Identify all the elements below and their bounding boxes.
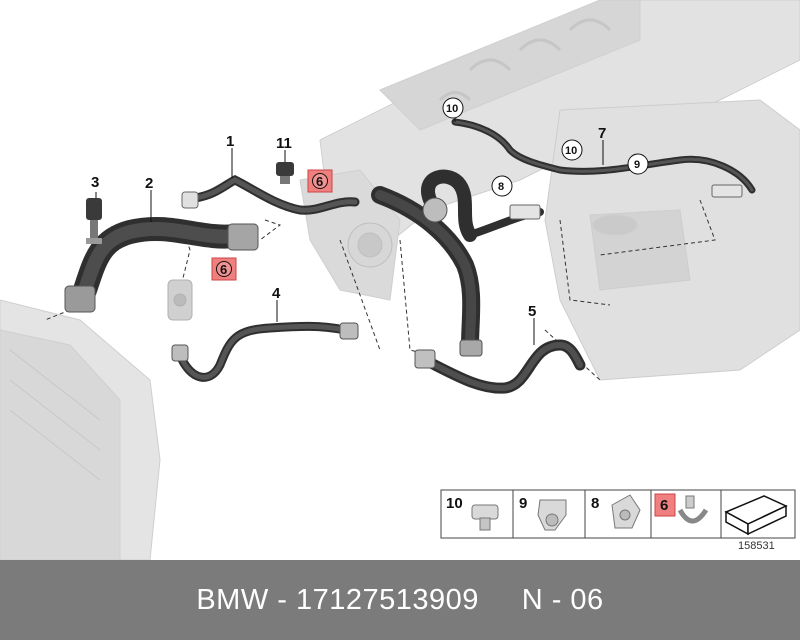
callout-4: 4 <box>272 285 281 302</box>
engine-valve-cover-ribs <box>438 18 612 102</box>
callout-3: 3 <box>91 174 99 191</box>
footer-part-number: 17127513909 <box>295 584 479 616</box>
expansion-tank-ghost <box>544 99 800 381</box>
connector-hose-7 <box>711 184 743 198</box>
callout-2: 2 <box>145 175 153 192</box>
legend-label-9: 9 <box>519 495 527 512</box>
connector-hose-1 <box>181 191 199 209</box>
callout-10-upper-group: 10 <box>442 97 464 119</box>
main-coolant-hose <box>371 169 544 354</box>
connector-hose-5 <box>414 349 436 369</box>
hose-2-upper-radiator <box>64 217 259 313</box>
callout-1: 1 <box>226 133 234 150</box>
main-hose-clamp <box>422 197 448 223</box>
callout-7: 7 <box>598 125 606 142</box>
legend-label-8: 8 <box>591 495 599 512</box>
leader-lines <box>95 118 604 345</box>
exploded-parts-diagram: 1 2 3 4 5 7 11 6 6 10 10 8 9 10 <box>0 0 800 560</box>
callout-11: 11 <box>276 135 292 152</box>
clamp-10-icon <box>471 504 499 531</box>
callout-9-group: 9 <box>627 153 649 175</box>
footer-brand: BMW <box>196 584 269 616</box>
temperature-sensor-3 <box>86 198 102 244</box>
callout-9: 9 <box>634 159 640 171</box>
connector-tank-line <box>509 204 541 220</box>
hose-4-heater-return <box>175 321 350 382</box>
callout-10-lower: 10 <box>565 145 577 157</box>
callout-10-upper: 10 <box>446 103 458 115</box>
valve-ghost <box>167 279 193 321</box>
footer-gap <box>479 584 522 616</box>
legend-highlight-6 <box>654 493 676 517</box>
callout-6-highlight-lower: 6 <box>211 257 237 281</box>
legend-label-10: 10 <box>446 495 463 512</box>
hose-1-vent-line <box>190 174 360 215</box>
clip-9-icon <box>537 499 567 531</box>
arrow-symbol-icon <box>724 495 788 536</box>
callout-6-lower: 6 <box>220 262 227 277</box>
hose-clamp-6-icon <box>677 495 709 524</box>
callout-8-group: 8 <box>491 175 513 197</box>
connector-hose-4-lower <box>171 344 189 362</box>
legend-label-6: 6 <box>660 497 668 514</box>
sensor-11 <box>276 162 294 184</box>
thermostat-housing-ghost <box>347 222 393 268</box>
small-parts-legend: 10 9 8 6 <box>440 489 796 539</box>
main-hose-end-connector <box>459 339 483 357</box>
footer-separator: - <box>268 584 296 616</box>
connector-hose-4 <box>339 322 359 340</box>
callout-6-upper: 6 <box>316 174 323 189</box>
radiator-ghost <box>0 299 161 560</box>
hose-7-tank-vent-line <box>451 118 756 194</box>
part-number-footer: BMW - 17127513909 N - 06 <box>0 560 800 640</box>
callout-10-lower-group: 10 <box>561 139 583 161</box>
hose-5-tank-return <box>419 339 586 394</box>
diagram-id: 158531 <box>738 540 775 552</box>
clip-8-icon <box>611 494 641 529</box>
callout-6-highlight-upper: 6 <box>307 169 333 193</box>
footer-position: N - 06 <box>521 584 604 616</box>
callout-8: 8 <box>498 181 504 193</box>
callout-5: 5 <box>528 303 536 320</box>
